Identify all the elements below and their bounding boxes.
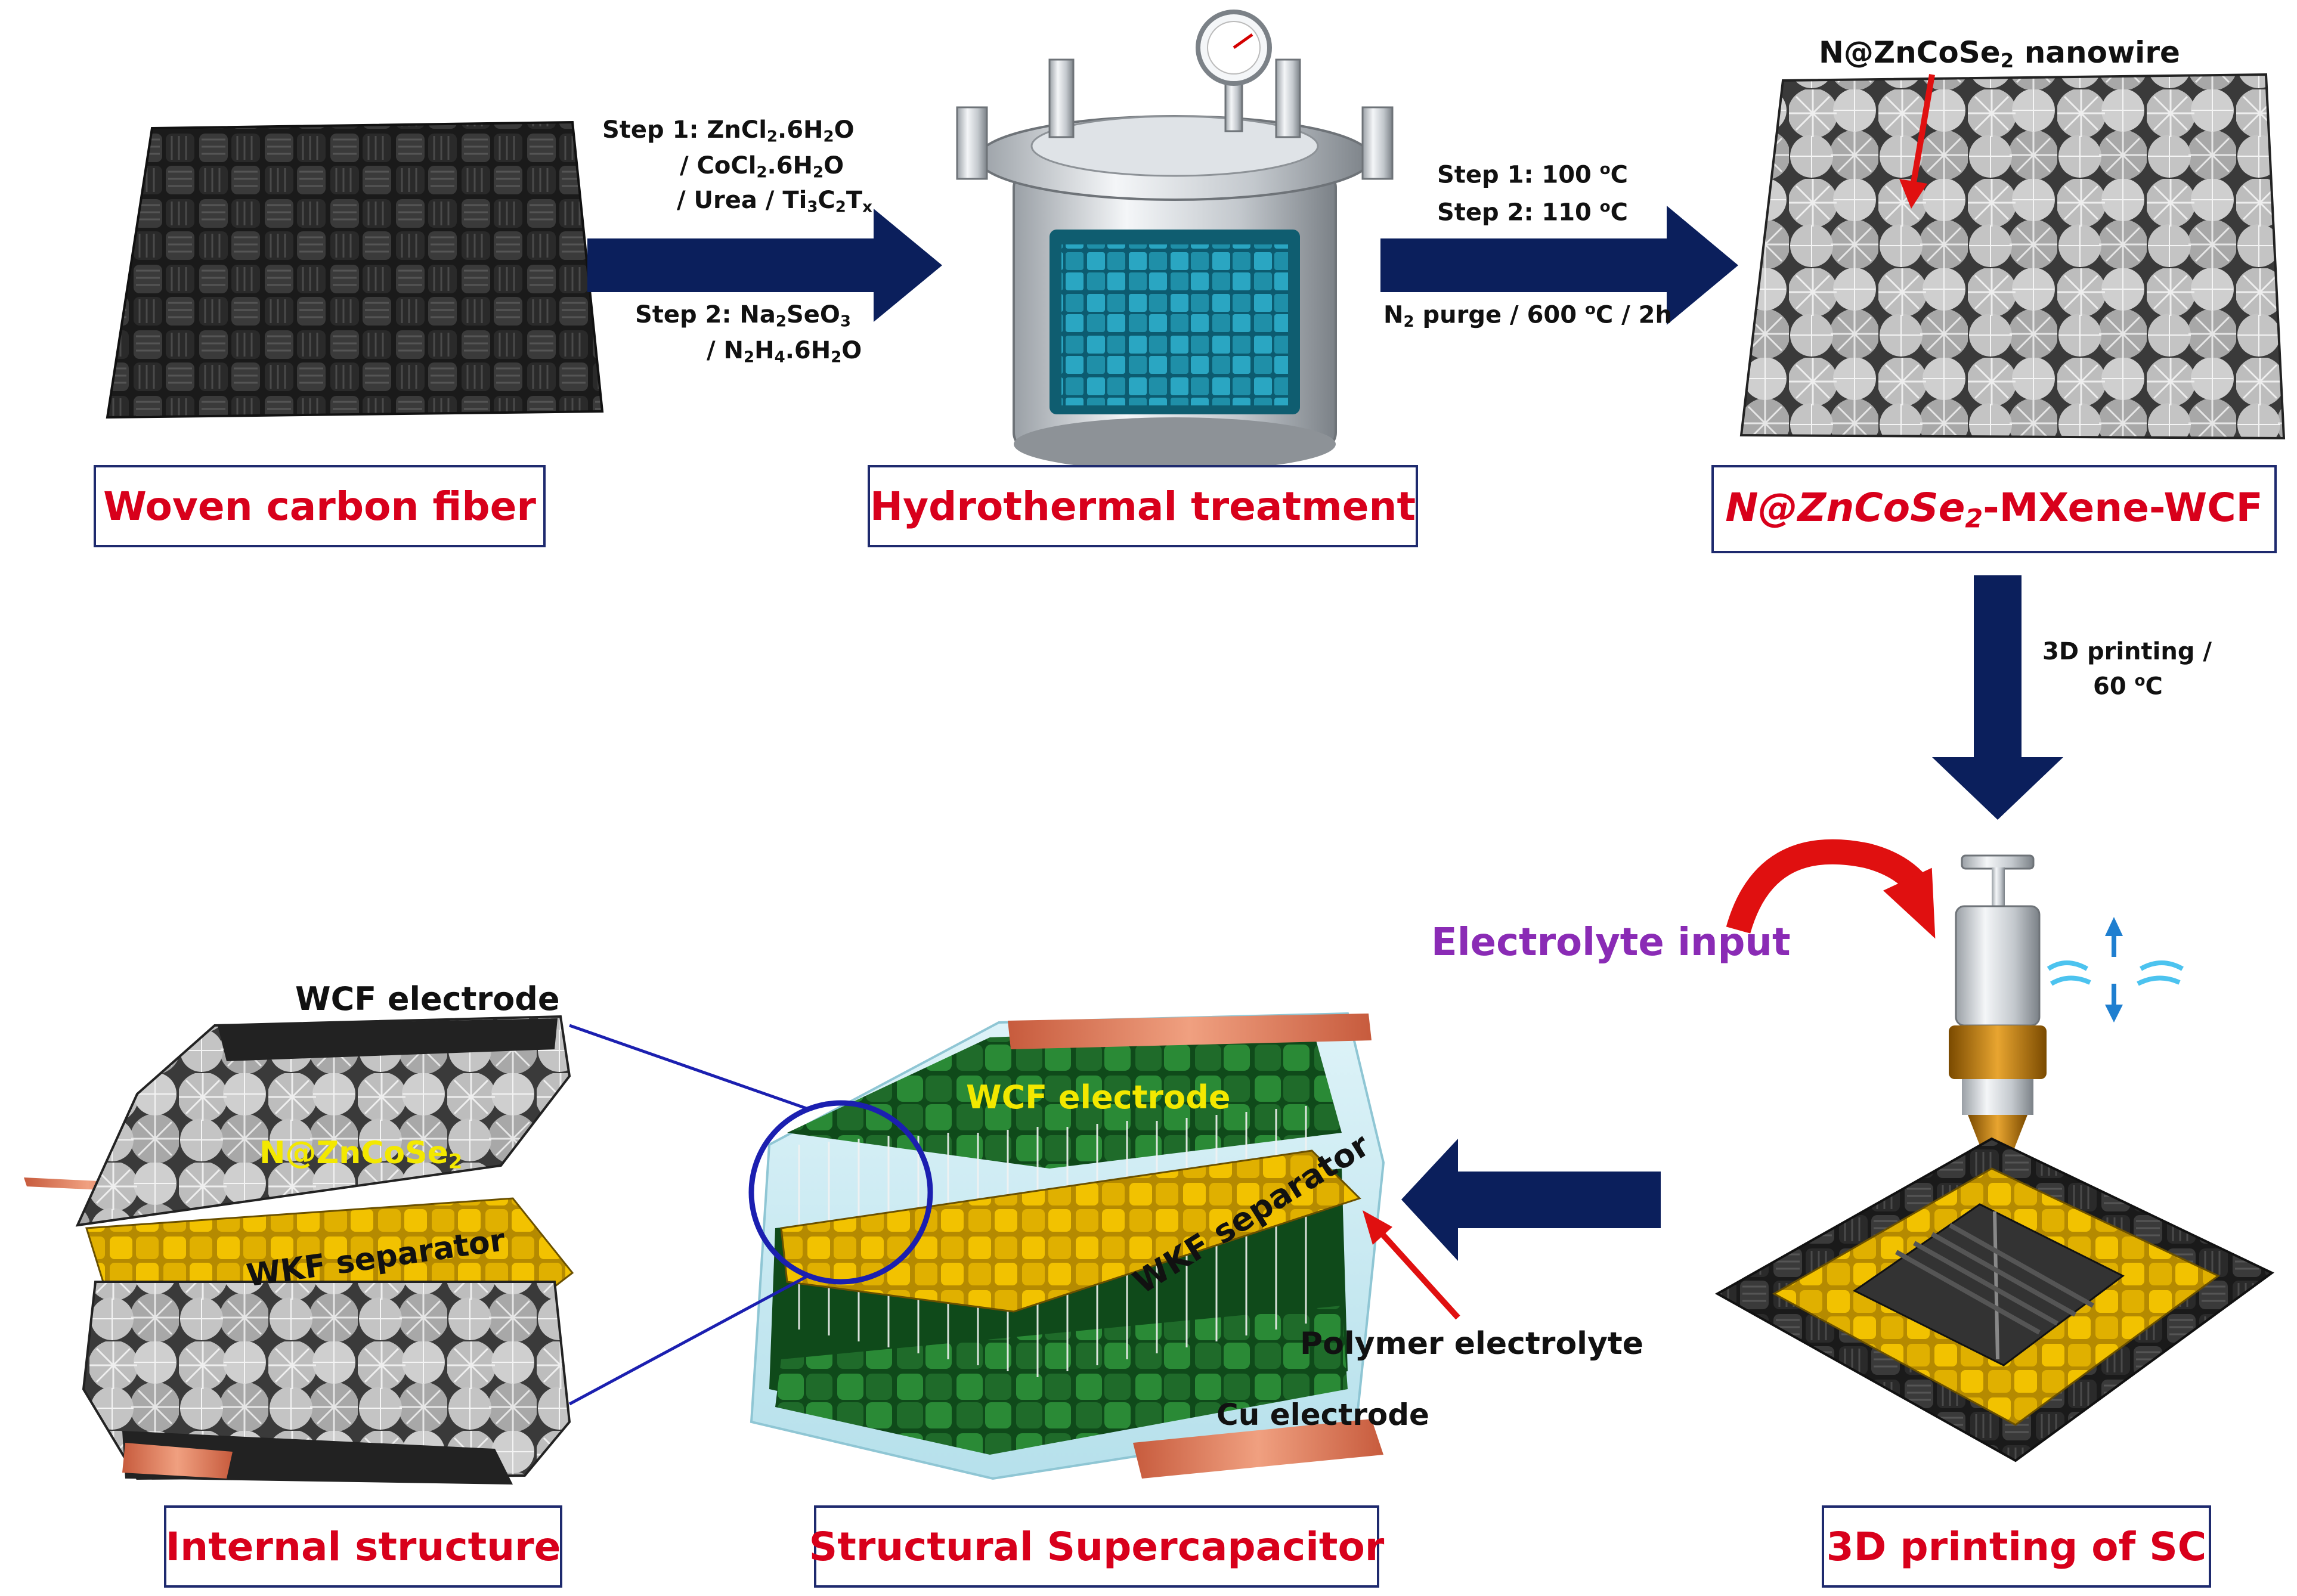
zoom-line-bottom (568, 1274, 809, 1406)
printing-condition-line2: 60 oC (2093, 672, 2163, 701)
nzcs-label: N@ZnCoSe2 (259, 1135, 463, 1173)
wcf-electrode-top-label: WCF electrode (295, 980, 560, 1018)
caption-internal-structure: Internal structure (164, 1505, 562, 1588)
process-arrow-1 (587, 209, 942, 322)
process-arrow-left (1401, 1139, 1661, 1261)
step-left-line2: / CoCl2.6H2O (680, 152, 844, 182)
process-arrow-2 (1380, 206, 1738, 325)
polymer-pointer (1369, 1220, 1460, 1320)
printing-condition-line1: 3D printing / (2042, 638, 2212, 665)
step-left-line3: / Urea / Ti3C2Tx (677, 187, 872, 216)
zoom-circle (748, 1100, 933, 1285)
caption-hydrothermal-treatment: Hydrothermal treatment (868, 465, 1418, 547)
nanowire-fabric-image (1739, 73, 2286, 440)
internal-structure-image (24, 1015, 574, 1485)
caption-structural-supercapacitor: Structural Supercapacitor (809, 1505, 1384, 1588)
electrolyte-input-arrow (1726, 839, 1930, 934)
supercapacitor-image (750, 1012, 1385, 1480)
printer-nozzle-image (1949, 854, 2047, 1183)
wcf-electrode-center-label: WCF electrode (966, 1079, 1231, 1116)
autoclave-image (956, 10, 1394, 471)
woven-carbon-fiber-image (106, 120, 604, 419)
caption-composite: N@ZnCoSe2-MXene-WCF (1711, 465, 2277, 553)
electrolyte-input-label: Electrolyte input (1431, 921, 1791, 965)
caption-woven-carbon-fiber: Woven carbon fiber (94, 465, 546, 547)
step-right-line1: Step 1: 100 oC (1437, 160, 1629, 189)
polymer-electrolyte-label: Polymer electrolyte (1300, 1326, 1644, 1362)
step-left-line1: Step 1: ZnCl2.6H2O (602, 116, 855, 146)
vibration-icon (2047, 917, 2184, 1022)
step-left-line4: Step 2: Na2SeO3 (635, 301, 851, 331)
zoom-line-top (569, 1024, 809, 1111)
cu-electrode-label: Cu electrode (1216, 1397, 1429, 1432)
printing-bed-image (1714, 1137, 2274, 1462)
caption-3d-printing-of-sc: 3D printing of SC (1822, 1505, 2211, 1588)
process-arrow-down (1932, 575, 2063, 820)
step-left-line5: / N2H4.6H2O (707, 337, 862, 367)
step-right-line2: Step 2: 110 oC (1437, 198, 1629, 227)
step-right-line3: N2 purge / 600 oC / 2h (1383, 300, 1672, 331)
nanowire-label: N@ZnCoSe2 nanowire (1819, 35, 2180, 73)
